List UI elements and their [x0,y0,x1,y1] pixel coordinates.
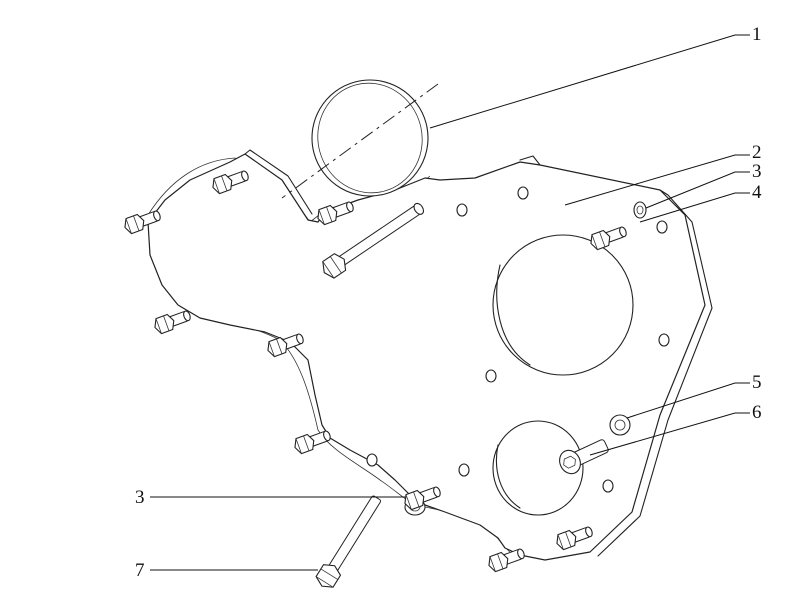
leader-lines [150,34,750,571]
callout-6: 6 [752,402,762,423]
callout-3-upper: 3 [752,161,762,182]
long-bolt-item-7 [315,495,382,588]
socket-bolt-item-6 [559,439,609,475]
washer-item-3-upper [633,201,647,219]
callout-4: 4 [752,182,762,203]
bolt-holes [366,186,670,493]
callout-1: 1 [752,24,762,45]
callout-2: 2 [752,142,762,163]
oil-seal-ring [281,79,439,199]
washer-item-3-lower [401,482,444,516]
callout-7: 7 [135,560,145,581]
center-line [281,83,439,199]
callout-labels: 1 2 3 4 5 6 3 7 [135,24,762,581]
callout-5: 5 [752,372,762,393]
nut-item-5 [609,414,631,436]
callout-3-lower: 3 [135,487,145,508]
large-bore-hole [492,234,634,376]
small-bore-hole [492,420,584,516]
long-bolt-upper [322,202,425,279]
